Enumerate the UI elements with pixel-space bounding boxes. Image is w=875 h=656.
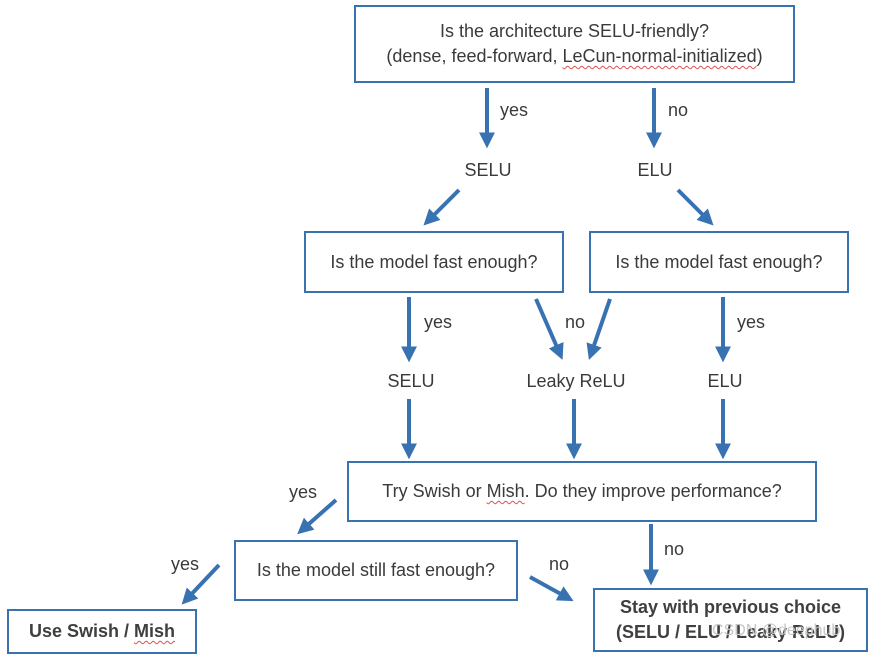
arrow-still-fast-no	[529, 575, 574, 602]
node-elu-mid: ELU	[707, 371, 743, 391]
node-stay-line1: Stay with previous choice	[619, 597, 842, 617]
arrow-swish-yes	[297, 498, 338, 535]
arrow-still-fast-yes	[181, 563, 221, 605]
arrow-fast-right-no	[586, 298, 612, 361]
node-try-swish-mish-text: Try Swish or Mish. Do they improve perfo…	[382, 481, 782, 501]
node-use-swish-mish: Use Swish / Mish	[7, 609, 197, 654]
edge-label-fast-right-yes: yes	[736, 312, 766, 332]
arrow-fast-left-no	[534, 298, 564, 360]
watermark: CSDN @deephub	[712, 622, 841, 639]
edge-label-arch-no: no	[667, 100, 689, 120]
node-selu-top: SELU	[464, 160, 512, 180]
edge-label-fast-no: no	[564, 312, 586, 332]
node-architecture-line2: (dense, feed-forward, LeCun-normal-initi…	[386, 46, 763, 66]
node-still-fast-enough-text: Is the model still fast enough?	[256, 560, 496, 580]
node-fast-enough-right: Is the model fast enough?	[589, 231, 849, 293]
node-stay-line2: (SELU / ELU / Leaky ReLU)	[615, 622, 846, 642]
node-still-fast-enough: Is the model still fast enough?	[234, 540, 518, 601]
node-architecture-line1: Is the architecture SELU-friendly?	[439, 21, 710, 41]
arrow-elu-to-fast-right	[676, 188, 714, 226]
node-fast-enough-left: Is the model fast enough?	[304, 231, 564, 293]
node-stay-previous-choice: Stay with previous choice (SELU / ELU / …	[593, 588, 868, 652]
node-fast-enough-right-text: Is the model fast enough?	[615, 251, 823, 272]
edge-label-arch-yes: yes	[499, 100, 529, 120]
arrow-selu-to-fast-left	[423, 188, 461, 226]
node-fast-enough-left-text: Is the model fast enough?	[330, 251, 538, 272]
edge-label-swish-yes: yes	[288, 482, 318, 502]
node-elu-top: ELU	[637, 160, 673, 180]
node-try-swish-mish: Try Swish or Mish. Do they improve perfo…	[347, 461, 817, 522]
node-architecture-selu-friendly: Is the architecture SELU-friendly? (dens…	[354, 5, 795, 83]
node-leaky-relu: Leaky ReLU	[526, 371, 626, 391]
edge-label-fast-left-yes: yes	[423, 312, 453, 332]
edge-label-still-fast-no: no	[548, 554, 570, 574]
edge-label-swish-no: no	[663, 539, 685, 559]
node-use-swish-mish-text: Use Swish / Mish	[28, 621, 176, 641]
edge-label-still-fast-yes: yes	[170, 554, 200, 574]
node-selu-mid: SELU	[387, 371, 435, 391]
